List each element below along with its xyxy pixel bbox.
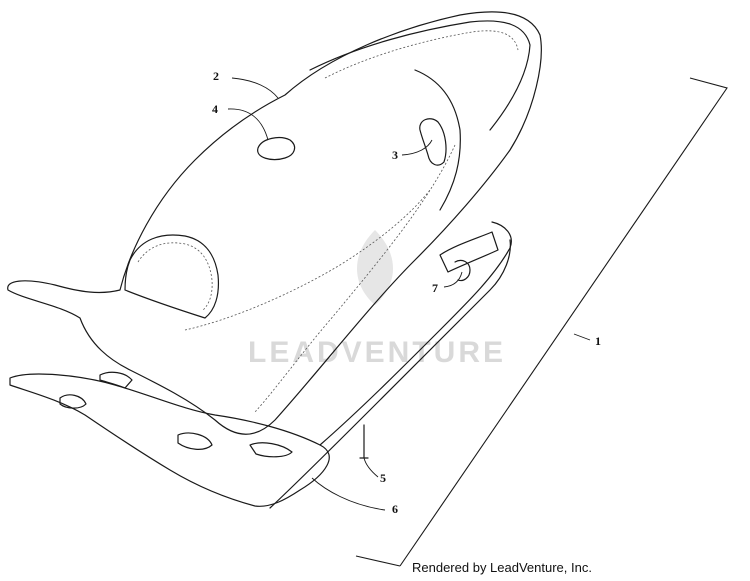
callout-7: 7 [432, 281, 438, 295]
leader-lines [227, 77, 463, 511]
callout-3: 3 [392, 148, 398, 162]
seat-base-tab [99, 371, 133, 389]
seat-base-pan [9, 373, 330, 507]
latch-bracket [439, 231, 499, 273]
callout-4: 4 [212, 102, 218, 116]
assembly-bracket-top [399, 77, 728, 567]
watermark: LEADVENTURE [248, 230, 506, 369]
leader-5 [363, 457, 379, 478]
callout-2: 2 [213, 69, 219, 83]
assembly-bracket-leader [573, 333, 591, 341]
watermark-flame-icon [356, 230, 394, 305]
seat-cushion-outline [7, 11, 542, 435]
seat-side-stitching [254, 144, 456, 413]
render-credit: Rendered by LeadVenture, Inc. [412, 560, 592, 575]
emblem-outline [257, 137, 296, 161]
seat-base-slot [249, 442, 293, 458]
seat-drawing [7, 11, 542, 509]
seat-base-bracket [59, 394, 87, 409]
callout-6: 6 [392, 502, 398, 516]
seat-base-front-rail [319, 221, 512, 446]
leader-6 [311, 477, 386, 511]
seat-front-stitching [184, 189, 431, 331]
assembly-bracket-bottom [355, 555, 401, 567]
seat-base-side-wall [269, 239, 511, 509]
assembly-bracket [355, 77, 728, 567]
seat-rear-ridge [309, 20, 531, 131]
seat-rear-panel-edge [414, 69, 461, 211]
callout-1: 1 [595, 334, 601, 348]
seat-rear-stitching [324, 30, 519, 79]
callout-5: 5 [380, 471, 386, 485]
rider-pad-outline [124, 234, 220, 319]
watermark-text: LEADVENTURE [248, 336, 506, 369]
screw [359, 424, 369, 459]
rider-pad-stitching [137, 242, 213, 312]
latch-hook [454, 259, 471, 282]
leader-2 [231, 77, 279, 99]
leader-7 [443, 271, 463, 288]
grab-strap-outline [419, 118, 447, 166]
seat-base-latch-cutout [177, 432, 213, 450]
leader-3 [401, 139, 433, 156]
leader-4 [227, 108, 269, 141]
callouts: 1 2 3 4 5 6 7 [212, 69, 601, 516]
